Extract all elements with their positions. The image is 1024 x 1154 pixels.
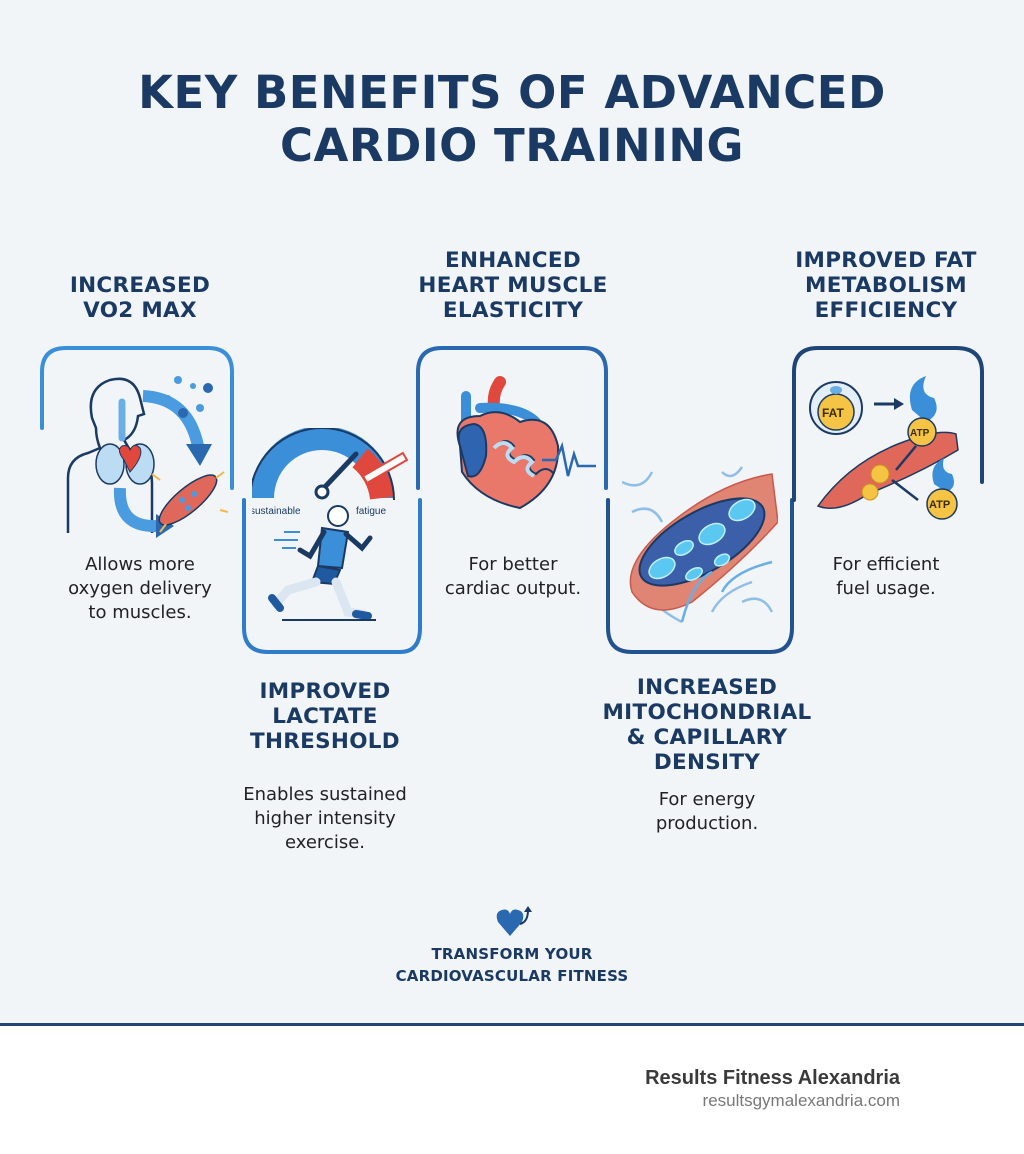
brand-block: Results Fitness Alexandria resultsgymale… (645, 1066, 900, 1112)
desc-line: For efficient (832, 554, 940, 575)
heading-line: METABOLISM (805, 273, 967, 298)
desc-line: production. (655, 813, 759, 834)
heading-line: ENHANCED (444, 248, 582, 273)
brand-url[interactable]: resultsgymalexandria.com (702, 1091, 900, 1110)
desc-line: Enables sustained (243, 784, 407, 805)
footer-divider (0, 1023, 1024, 1026)
benefit-desc-lactate-threshold: Enables sustained higher intensity exerc… (220, 783, 430, 855)
desc-line: higher intensity (254, 808, 396, 829)
desc-line: For energy (658, 789, 756, 810)
desc-line: Allows more (85, 554, 195, 575)
fat-to-atp-icon: FAT ATP ATP (809, 376, 959, 520)
heading-line: INCREASED (69, 273, 211, 298)
page-title: KEY BENEFITS OF ADVANCED CARDIO TRAINING (0, 66, 1024, 172)
desc-line: to muscles. (88, 602, 192, 623)
desc-line: cardiac output. (444, 578, 582, 599)
benefit-desc-heart-elasticity: For better cardiac output. (410, 553, 616, 601)
desc-line: exercise. (284, 832, 365, 853)
atp-label-2: ATP (929, 499, 950, 511)
gauge-runner-icon: sustainable fatigue (252, 428, 409, 621)
atp-label-1: ATP (910, 428, 930, 439)
benefit-desc-vo2max: Allows more oxygen delivery to muscles. (40, 553, 240, 625)
lungs-heart-oxygen-to-muscle-icon (66, 376, 228, 538)
brand-name: Results Fitness Alexandria (645, 1067, 900, 1089)
heading-line: LACTATE (272, 704, 378, 729)
cta-line-1: TRANSFORM YOUR (431, 945, 593, 963)
heading-line: & CAPILLARY (626, 725, 788, 750)
heart-spring-ecg-icon (456, 376, 596, 510)
benefit-desc-mitochondrial-density: For energy production. (584, 788, 830, 836)
cta-text: TRANSFORM YOUR CARDIOVASCULAR FITNESS (362, 943, 662, 987)
heading-line: EFFICIENCY (814, 298, 958, 323)
heading-line: IMPROVED (259, 679, 391, 704)
title-line-2: CARDIO TRAINING (280, 119, 744, 172)
title-line-1: KEY BENEFITS OF ADVANCED (138, 66, 886, 119)
heading-line: DENSITY (653, 750, 761, 775)
benefit-desc-fat-metabolism: For efficient fuel usage. (786, 553, 986, 601)
benefit-heading-heart-elasticity: ENHANCED HEART MUSCLE ELASTICITY (400, 248, 626, 323)
benefit-heading-vo2max: INCREASED VO2 MAX (40, 273, 240, 323)
benefit-heading-lactate-threshold: IMPROVED LACTATE THRESHOLD (220, 679, 430, 754)
gauge-label-sustainable: sustainable (252, 506, 301, 517)
heading-line: VO2 MAX (83, 298, 197, 323)
heading-line: IMPROVED FAT (795, 248, 977, 273)
heading-line: INCREASED (636, 675, 778, 700)
heading-line: HEART MUSCLE (418, 273, 608, 298)
gauge-label-fatigue: fatigue (356, 506, 386, 517)
fat-label: FAT (822, 406, 844, 420)
desc-line: oxygen delivery (68, 578, 212, 599)
bracket-frames (40, 346, 984, 654)
heart-arrow-up-icon (496, 906, 532, 936)
benefit-heading-mitochondrial-density: INCREASED MITOCHONDRIAL & CAPILLARY DENS… (584, 675, 830, 775)
heading-line: MITOCHONDRIAL (602, 700, 812, 725)
heading-line: THRESHOLD (250, 729, 400, 754)
cta-line-2: CARDIOVASCULAR FITNESS (395, 967, 629, 985)
desc-line: For better (468, 554, 558, 575)
desc-line: fuel usage. (836, 578, 936, 599)
mitochondria-capillaries-icon (622, 466, 778, 624)
heading-line: ELASTICITY (442, 298, 584, 323)
benefit-heading-fat-metabolism: IMPROVED FAT METABOLISM EFFICIENCY (776, 248, 996, 323)
